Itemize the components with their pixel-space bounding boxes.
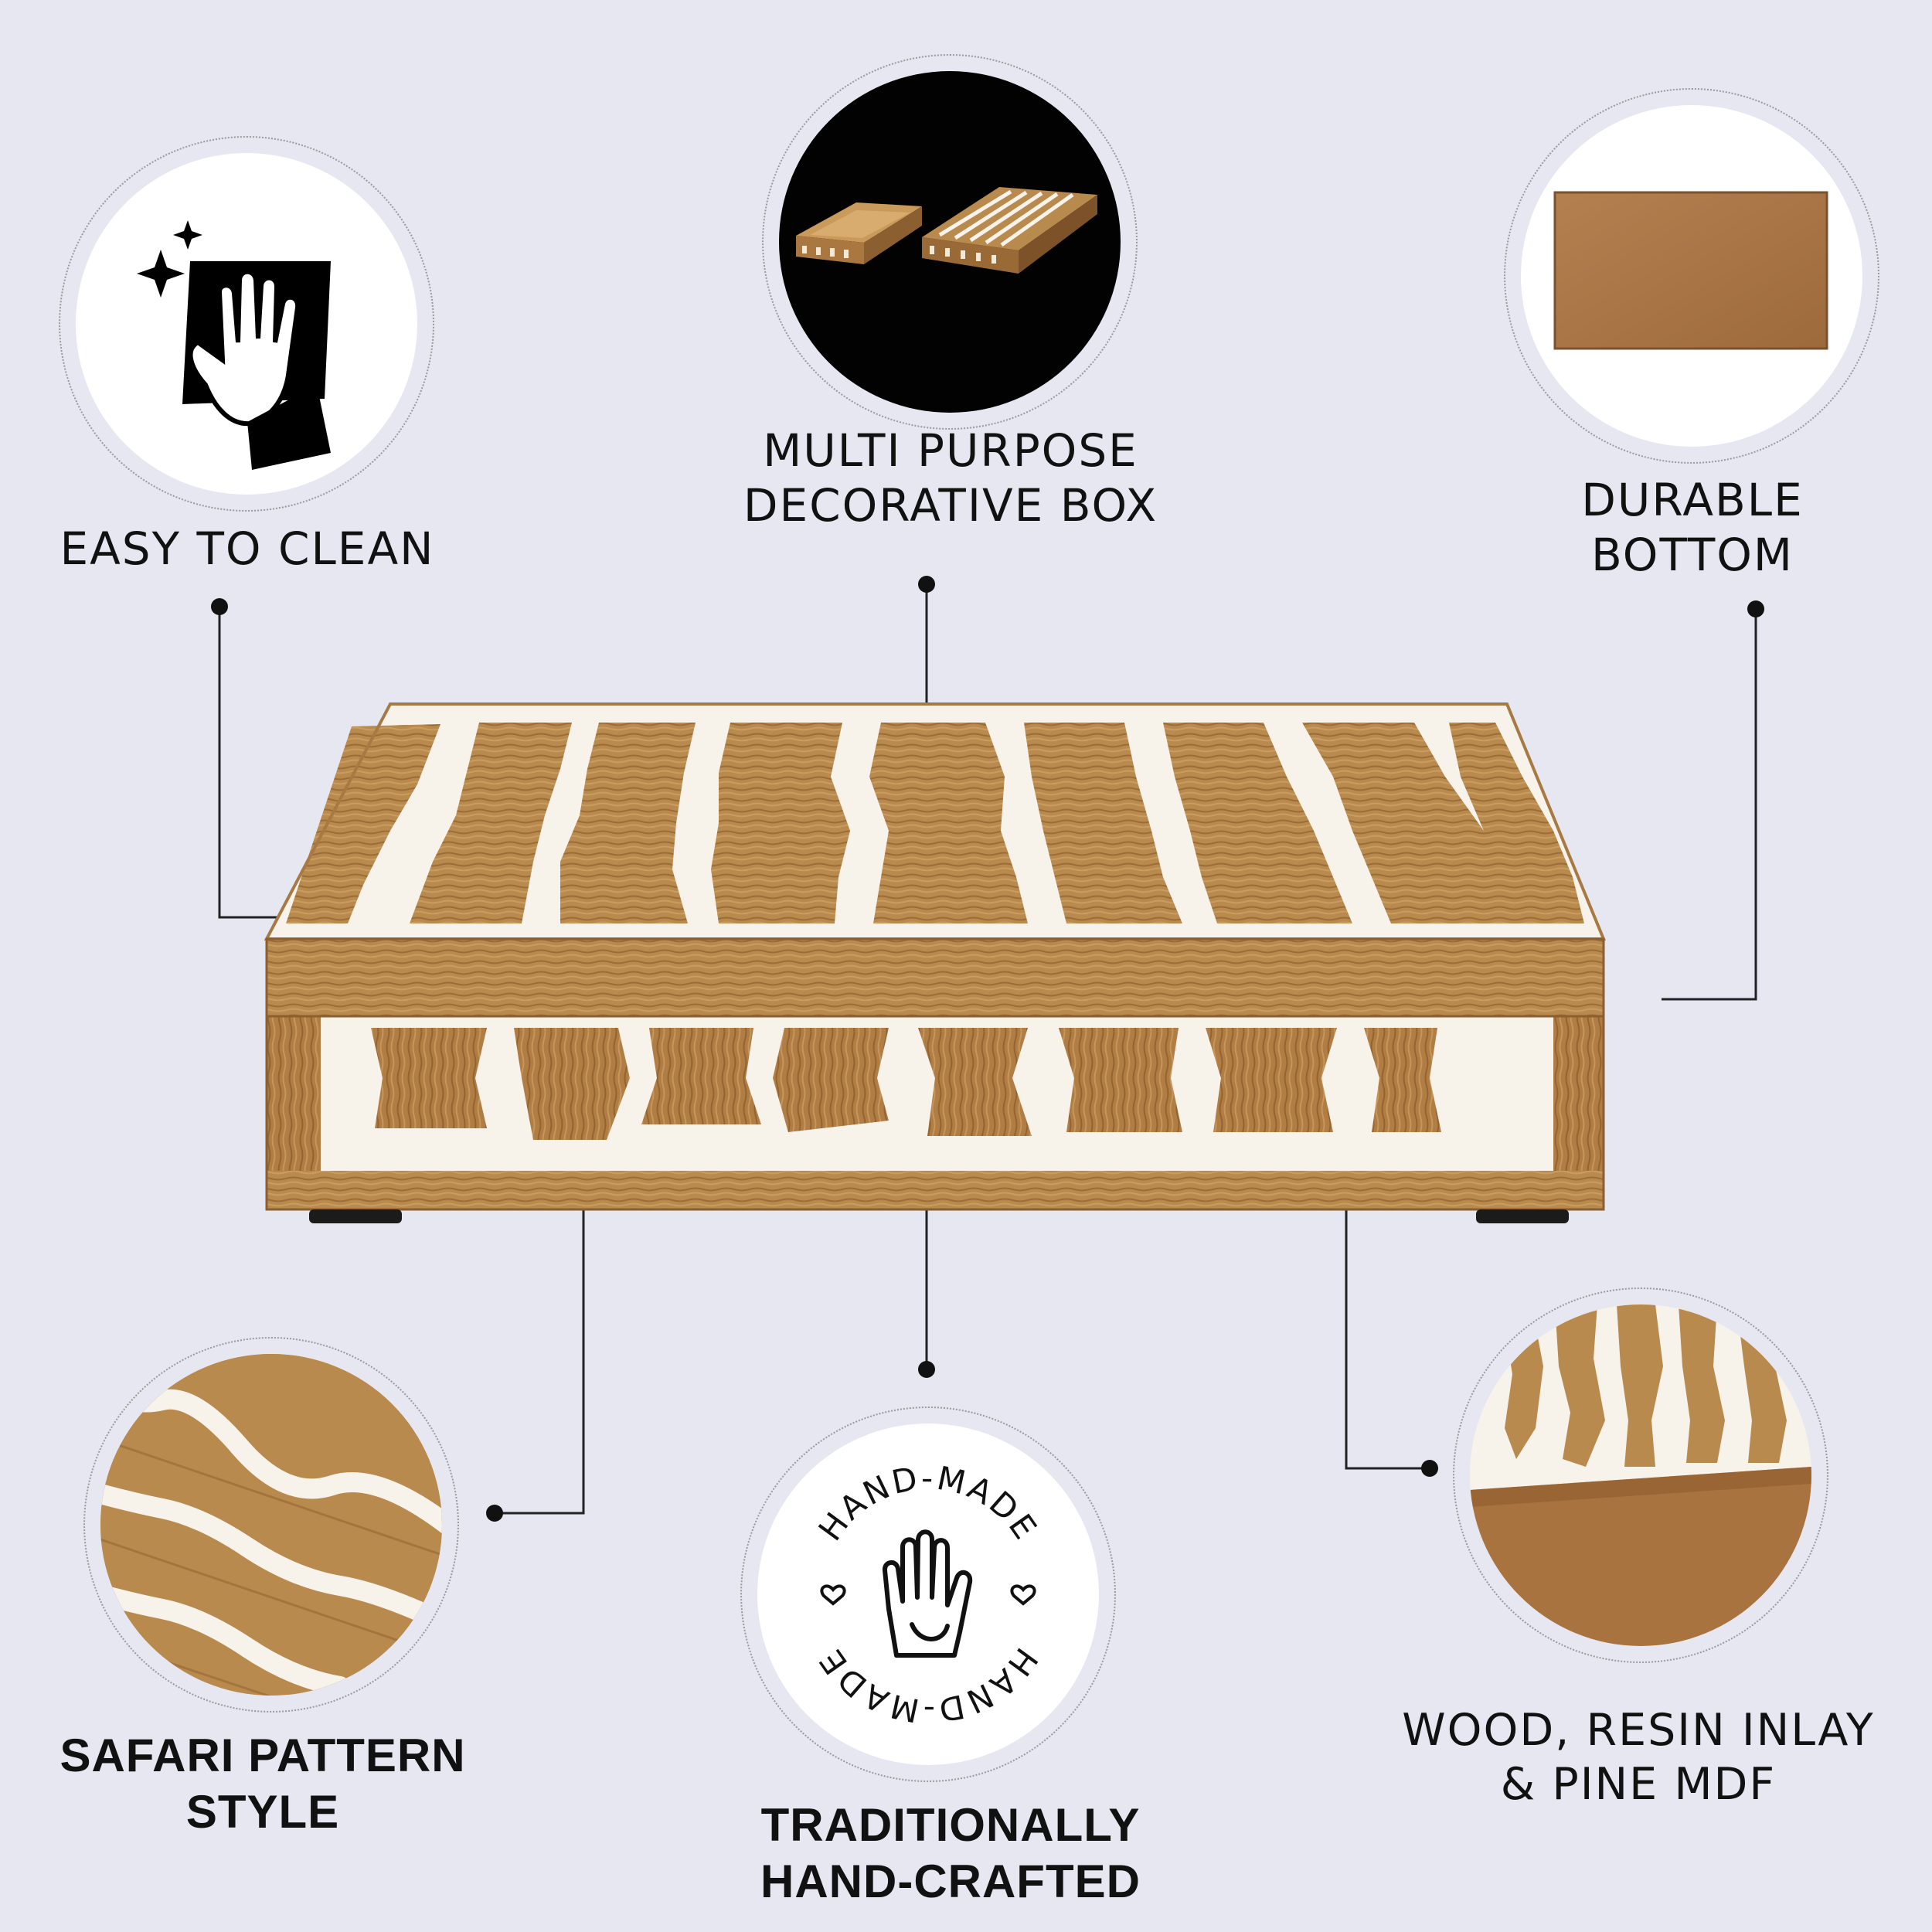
materials-circle: [1470, 1304, 1811, 1646]
hand-icon: [883, 1529, 973, 1658]
sparkle-icon: [137, 250, 185, 298]
hand-made-ring: [740, 1406, 1116, 1782]
safari-pattern-ring: [83, 1337, 459, 1713]
hand-made-badge: HAND-MADE HAND-MADE: [811, 1459, 1043, 1730]
durable-bottom-label: DURABLE BOTTOM: [1581, 474, 1804, 581]
hand-made-circle: HAND-MADE HAND-MADE: [757, 1423, 1099, 1765]
heart-icon: [820, 1584, 846, 1606]
materials-closeup-photo: [1470, 1304, 1811, 1646]
open-box-photo: [796, 187, 1097, 274]
multi-purpose-ring: [762, 54, 1138, 430]
safari-pattern-label: SAFARI PATTERN STYLE: [60, 1730, 466, 1838]
durable-bottom-circle: [1521, 105, 1862, 447]
cleaning-cloth-icon: [137, 220, 331, 470]
safari-pattern-circle: [100, 1354, 442, 1696]
easy-clean-label: EASY TO CLEAN: [60, 522, 435, 575]
multi-purpose-label: MULTI PURPOSE DECORATIVE BOX: [743, 424, 1158, 532]
materials-ring: [1453, 1287, 1828, 1663]
hand-crafted-label: TRADITIONALLY HAND-CRAFTED: [760, 1799, 1141, 1908]
sparkle-icon: [173, 220, 202, 250]
easy-clean-circle: [76, 153, 417, 495]
multi-purpose-circle: [779, 71, 1121, 413]
pattern-closeup-photo: [100, 1354, 442, 1696]
decorative-box-image: [264, 702, 1606, 1223]
easy-clean-ring: [59, 136, 434, 512]
durable-bottom-ring: [1504, 88, 1879, 464]
box-bottom-photo: [1553, 191, 1828, 350]
materials-label: WOOD, RESIN INLAY & PINE MDF: [1402, 1705, 1875, 1810]
heart-icon: [1010, 1584, 1036, 1606]
